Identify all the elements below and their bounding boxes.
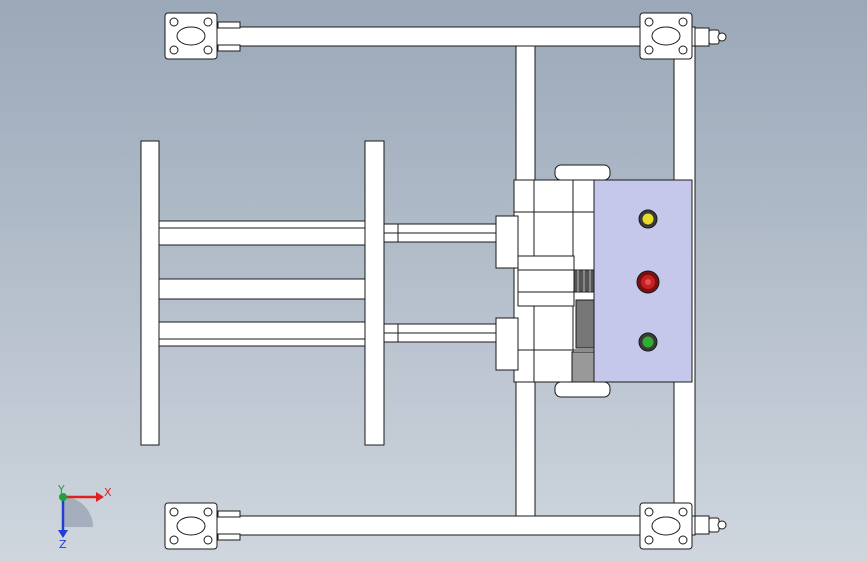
leveling-foot-icon (694, 515, 727, 535)
fork-arm-bottom (158, 321, 366, 347)
fork-inner-plate (364, 140, 385, 446)
lift-mechanism (495, 164, 627, 398)
axis-z-label: Z (59, 538, 67, 551)
fork-outer-plate (140, 140, 160, 446)
axis-x-label: X (104, 486, 112, 499)
caster-wheel-icon (639, 502, 693, 550)
fork-arm-middle (158, 278, 366, 300)
control-panel (593, 179, 693, 383)
yellow-indicator-button[interactable] (638, 209, 658, 229)
axis-y-label: Y (57, 483, 65, 496)
fork-arm-top (158, 220, 366, 246)
frame-top-rail (164, 26, 696, 47)
frame-bottom-rail (164, 515, 696, 536)
green-start-button[interactable] (638, 332, 658, 352)
leveling-foot-icon (694, 27, 727, 47)
fork-carriage (140, 140, 501, 446)
red-emergency-stop-button[interactable] (636, 270, 660, 294)
axis-triad-icon: X Y Z (57, 483, 112, 551)
caster-wheel-icon (639, 12, 693, 60)
caster-wheel-icon (164, 12, 241, 60)
caster-wheel-icon (164, 502, 241, 550)
